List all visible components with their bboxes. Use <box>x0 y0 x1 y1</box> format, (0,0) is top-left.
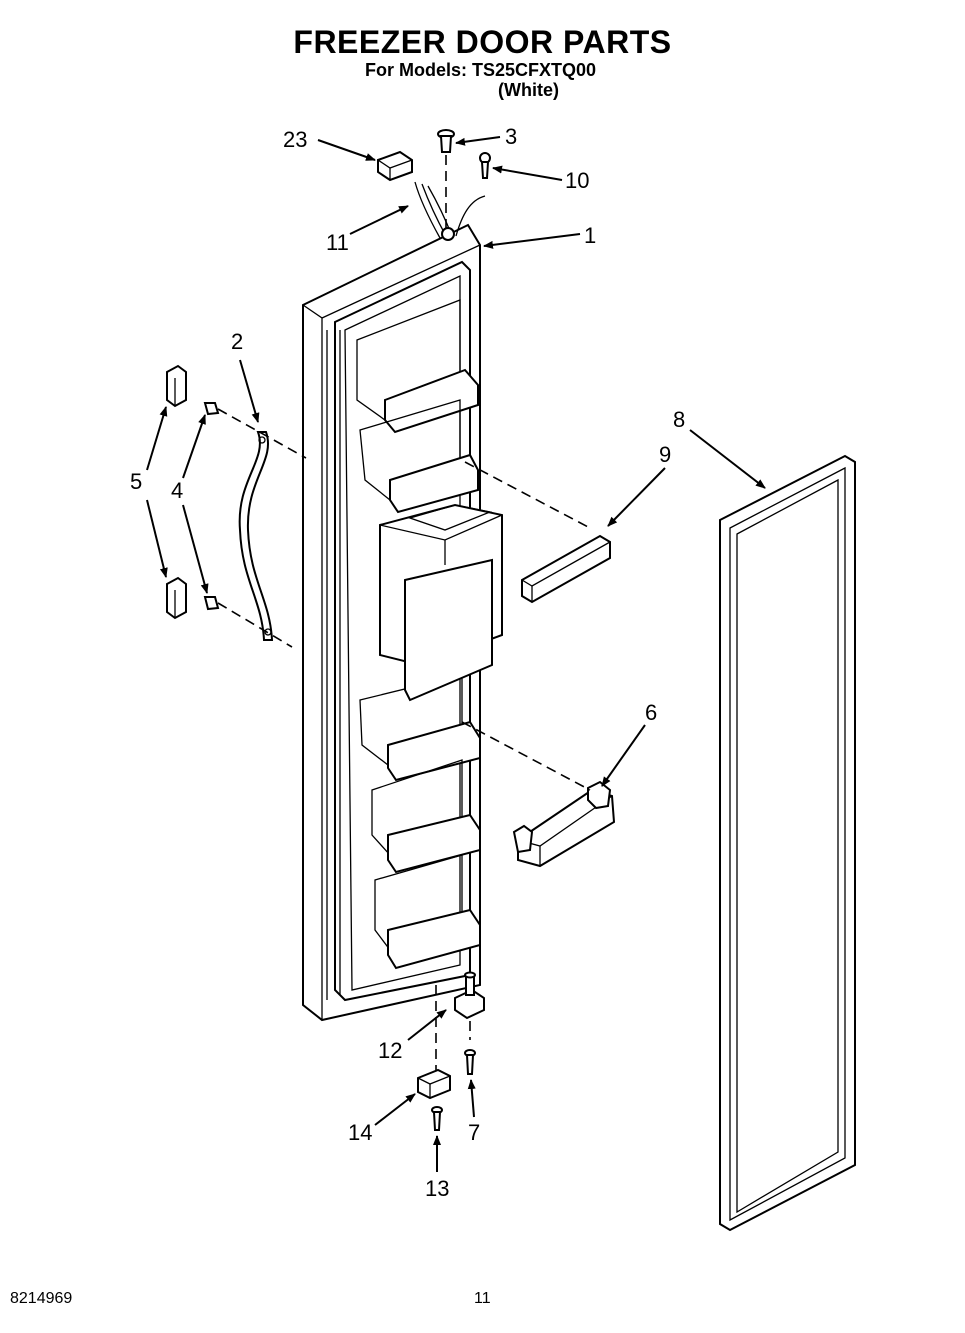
door-handle <box>238 431 274 641</box>
hinge-block-screw <box>431 1106 443 1131</box>
document-number: 8214969 <box>10 1290 73 1307</box>
callout-5: 5 <box>130 469 142 494</box>
wire-connector <box>377 150 413 182</box>
callout-6: 6 <box>645 700 657 725</box>
freezer-door <box>302 181 503 1022</box>
callout-8: 8 <box>673 407 685 432</box>
top-hinge-pin <box>437 129 455 153</box>
callout-10: 10 <box>565 168 589 193</box>
callout-7: 7 <box>468 1120 480 1145</box>
hinge-block <box>417 1068 451 1100</box>
ground-screw <box>479 152 491 179</box>
callout-14: 14 <box>348 1120 372 1145</box>
callout-3: 3 <box>505 124 517 149</box>
door-wire-harness <box>414 181 486 241</box>
callout-11-top: 11 <box>326 230 349 255</box>
bottom-hinge-bracket <box>454 971 485 1020</box>
callout-12: 12 <box>378 1038 402 1063</box>
door-bin <box>512 780 616 868</box>
door-gasket <box>719 454 856 1232</box>
handle-trim-cap-top <box>166 364 187 408</box>
handle-screw-top <box>203 402 220 416</box>
callout-1: 1 <box>584 223 596 248</box>
models-line: For Models: TS25CFXTQ00 <box>365 60 597 80</box>
hinge-screw <box>464 1049 476 1075</box>
callout-23: 23 <box>283 127 307 152</box>
callout-9: 9 <box>659 442 671 467</box>
color-line: (White) <box>498 80 559 100</box>
handle-screw-bottom <box>203 596 220 611</box>
callout-4: 4 <box>171 478 183 503</box>
dispenser-housing <box>379 503 503 702</box>
page-number: 11 <box>474 1290 491 1307</box>
page-title: FREEZER DOOR PARTS <box>293 24 672 60</box>
callout-2: 2 <box>231 329 243 354</box>
handle-trim-cap-bottom <box>166 576 187 620</box>
door-gasket-studs <box>326 330 341 1000</box>
callout-leaders <box>146 136 766 1172</box>
shelf-rail <box>521 534 611 604</box>
callout-13: 13 <box>425 1176 449 1201</box>
door-shelves <box>356 299 481 970</box>
